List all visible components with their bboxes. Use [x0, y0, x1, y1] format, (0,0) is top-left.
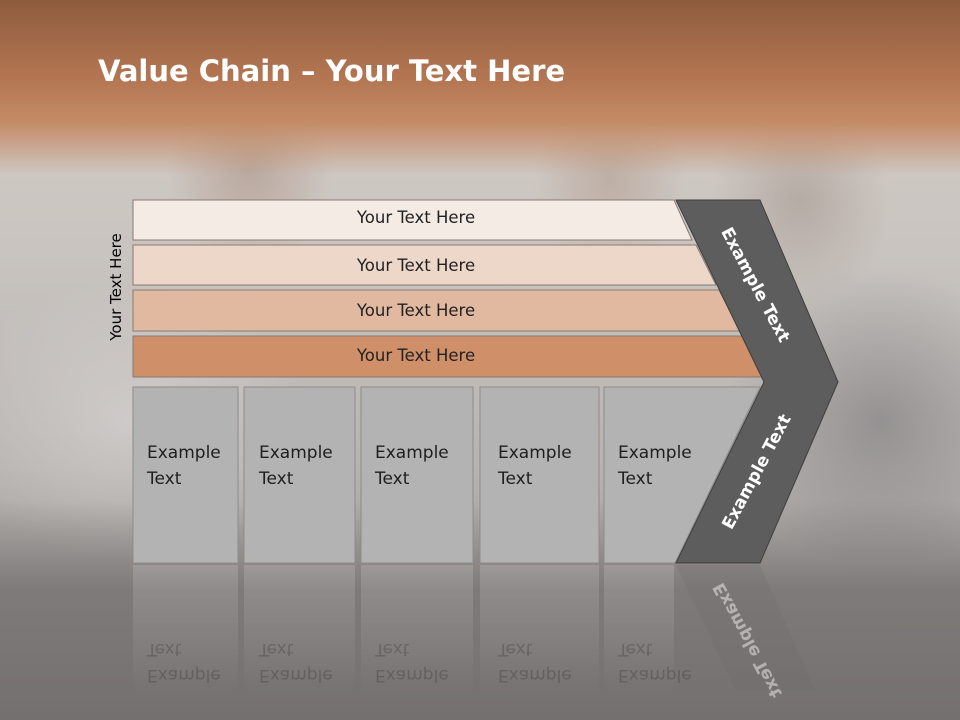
primary-activity-4[interactable]: [479, 386, 600, 564]
primary-activity-5[interactable]: [603, 386, 761, 564]
margin-chevron[interactable]: [675, 199, 839, 564]
header-band: [0, 0, 960, 175]
title-strong: Value Chain: [98, 54, 291, 88]
support-bar-1[interactable]: [132, 199, 693, 241]
support-bar-2[interactable]: [132, 244, 717, 286]
bar-label-1: Your Text Here: [356, 208, 476, 227]
slide-title: Value Chain – Your Text Here: [98, 54, 565, 88]
primary-activity-3[interactable]: [360, 386, 474, 564]
primary-activity-1[interactable]: [132, 386, 239, 564]
title-rest: – Your Text Here: [290, 54, 566, 88]
reflection-group: [133, 565, 815, 695]
bar-label-2: Your Text Here: [356, 256, 476, 275]
primary-activity-2[interactable]: [243, 386, 356, 564]
bar-label-3: Your Text Here: [356, 301, 476, 320]
bar-label-4: Your Text Here: [356, 346, 476, 365]
